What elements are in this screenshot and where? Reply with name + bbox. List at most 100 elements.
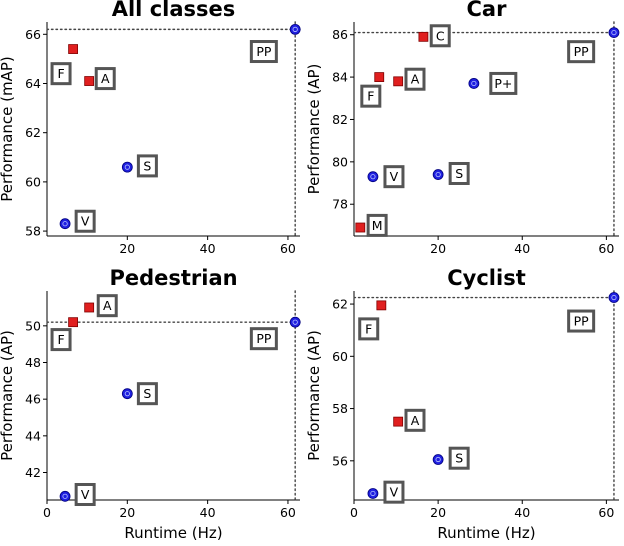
data-point <box>468 78 480 89</box>
x-tick-label: 0 <box>350 505 358 520</box>
method-tag-box <box>96 294 118 318</box>
method-tag-label: P+ <box>494 76 512 91</box>
chart-title: Cyclist <box>447 266 525 290</box>
data-point-highlight <box>611 29 617 36</box>
method-tag-label: PP <box>256 331 272 346</box>
method-tag-box <box>74 209 96 233</box>
data-point-highlight <box>611 294 617 301</box>
y-tick-label: 56 <box>332 453 348 468</box>
data-point <box>608 292 620 303</box>
y-tick-label: 60 <box>332 349 348 364</box>
y-tick-label: 62 <box>332 297 348 312</box>
x-tick-label: 20 <box>119 505 135 520</box>
method-tag-box <box>404 67 426 91</box>
method-tag-box <box>136 382 158 406</box>
chart-title: Pedestrian <box>109 266 237 290</box>
data-point-highlight <box>62 221 68 227</box>
method-tag-label: V <box>81 487 90 502</box>
method-tag-label: V <box>81 214 90 229</box>
data-point-highlight <box>124 391 130 397</box>
method-tag-label: S <box>143 386 151 401</box>
chart-title: All classes <box>112 0 236 21</box>
data-point <box>432 169 444 180</box>
method-tag-box <box>94 67 116 91</box>
data-point <box>367 171 379 183</box>
method-tag-label: S <box>455 166 463 181</box>
method-tag-label: V <box>390 169 399 184</box>
data-point <box>355 222 366 233</box>
data-point <box>374 72 385 82</box>
method-tag-box <box>358 317 380 341</box>
method-tag-label: F <box>367 89 374 104</box>
data-point <box>121 161 133 173</box>
method-tag-label: S <box>143 158 151 173</box>
method-tag-box <box>383 165 405 189</box>
data-point-highlight <box>471 80 477 87</box>
y-tick-label: 58 <box>332 401 348 416</box>
method-tag-box <box>404 408 426 432</box>
method-tag-box <box>249 327 278 351</box>
x-tick-label: 40 <box>514 505 530 520</box>
data-point-highlight <box>292 26 298 32</box>
x-axis-label: Runtime (Hz) <box>437 524 535 542</box>
x-axis-label: Runtime (Hz) <box>124 524 222 542</box>
data-point-highlight <box>370 490 376 497</box>
data-point <box>418 31 429 42</box>
method-tag-box <box>448 446 470 470</box>
data-point <box>121 388 133 400</box>
y-tick-label: 48 <box>25 355 41 370</box>
data-point-highlight <box>124 164 130 170</box>
x-tick-label: 60 <box>280 505 296 520</box>
data-point <box>59 218 71 230</box>
method-tag-box <box>249 40 278 64</box>
y-tick-label: 46 <box>25 392 41 407</box>
method-tag-label: A <box>103 298 112 313</box>
x-tick-label: 20 <box>119 241 135 256</box>
method-tag-label: F <box>365 321 372 336</box>
data-point-highlight <box>435 171 441 178</box>
method-tag-box <box>74 483 96 506</box>
method-tag-label: V <box>390 485 399 500</box>
chart-title: Car <box>467 0 508 21</box>
x-tick-label: 40 <box>514 241 530 256</box>
data-point <box>432 454 444 465</box>
y-tick-label: 60 <box>25 174 41 189</box>
method-tag-label: F <box>57 66 64 81</box>
x-tick-label: 60 <box>598 241 614 256</box>
y-tick-label: 62 <box>25 125 41 140</box>
y-tick-label: 42 <box>25 465 41 480</box>
data-point <box>289 316 301 328</box>
method-tag-label: PP <box>574 44 590 59</box>
y-tick-label: 82 <box>332 112 348 127</box>
method-tag-label: M <box>372 218 383 233</box>
data-point <box>608 27 620 38</box>
data-point-highlight <box>435 456 441 463</box>
y-tick-label: 66 <box>25 27 41 42</box>
method-tag-label: A <box>411 413 420 428</box>
x-tick-label: 20 <box>430 505 446 520</box>
y-axis-label: Performance (AP) <box>305 330 323 461</box>
method-tag-box <box>383 480 405 504</box>
data-point-highlight <box>292 319 298 325</box>
y-tick-label: 84 <box>332 70 348 85</box>
y-axis-label: Performance (mAP) <box>0 56 16 201</box>
x-tick-label: 60 <box>598 505 614 520</box>
method-tag-box <box>50 62 72 86</box>
x-tick-label: 0 <box>43 505 51 520</box>
x-tick-label: 40 <box>200 505 216 520</box>
y-tick-label: 80 <box>332 154 348 169</box>
data-point <box>59 490 71 502</box>
data-point <box>376 300 387 311</box>
method-tag-label: S <box>455 451 463 466</box>
y-tick-label: 86 <box>332 27 348 42</box>
method-tag-label: F <box>57 332 64 347</box>
method-tag-label: A <box>101 71 110 86</box>
data-point <box>367 488 379 499</box>
method-tag-box <box>136 154 158 178</box>
x-tick-label: 60 <box>280 241 296 256</box>
method-tag-box <box>50 328 72 352</box>
